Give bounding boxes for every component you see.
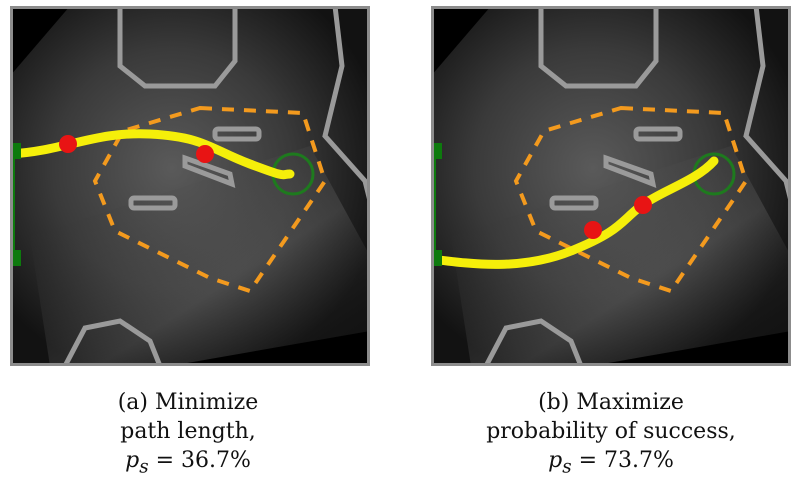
ultrasound-image-b bbox=[431, 6, 791, 366]
insertion-marker-bottom bbox=[10, 250, 21, 266]
ultrasound-panel-b bbox=[431, 6, 791, 366]
obstacle-right bbox=[322, 6, 370, 202]
needle-path bbox=[431, 156, 719, 269]
waypoint-1 bbox=[59, 135, 77, 153]
obstacle-bottom bbox=[483, 318, 584, 366]
tissue-band bbox=[30, 146, 370, 366]
metric-value: = 73.7% bbox=[571, 448, 674, 473]
obstacle-small-1 bbox=[212, 126, 262, 142]
image-frame bbox=[10, 6, 370, 366]
insertion-marker-top bbox=[10, 143, 21, 159]
ultrasound-image-a bbox=[10, 6, 370, 366]
obstacle-small-3 bbox=[549, 195, 599, 211]
waypoint-1 bbox=[584, 221, 602, 239]
caption-b-line2: probability of success, bbox=[486, 419, 736, 444]
metric-value: = 36.7% bbox=[148, 448, 251, 473]
obstacle-top bbox=[117, 6, 238, 89]
ultrasound-panel-a bbox=[10, 6, 370, 366]
obstacle-small-2 bbox=[603, 154, 657, 188]
obstacle-small-3 bbox=[128, 195, 178, 211]
obstacle-top bbox=[538, 6, 659, 89]
waypoint-2 bbox=[634, 196, 652, 214]
caption-a: (a) Minimize path length, ps = 36.7% bbox=[0, 388, 398, 481]
caption-a-line1: (a) Minimize bbox=[117, 390, 259, 415]
waypoint-2 bbox=[196, 145, 214, 163]
insertion-marker-top bbox=[431, 143, 442, 159]
obstacle-right bbox=[743, 6, 791, 202]
insertion-marker-bottom bbox=[431, 250, 442, 266]
probability-symbol: p bbox=[548, 448, 563, 473]
caption-a-line2: path length, bbox=[120, 419, 256, 444]
probability-symbol: p bbox=[125, 448, 140, 473]
obstacle-bottom bbox=[62, 318, 163, 366]
probability-subscript: s bbox=[139, 456, 149, 478]
obstacle-small-2 bbox=[182, 154, 236, 188]
caption-b-metric: ps = 73.7% bbox=[401, 446, 800, 481]
image-frame bbox=[431, 6, 791, 366]
obstacle-small-1 bbox=[633, 126, 683, 142]
caption-a-metric: ps = 36.7% bbox=[0, 446, 398, 481]
caption-b: (b) Maximize probability of success, ps … bbox=[401, 388, 800, 481]
tissue-band bbox=[451, 146, 791, 366]
caption-b-line1: (b) Maximize bbox=[538, 390, 684, 415]
probability-subscript: s bbox=[562, 456, 572, 478]
